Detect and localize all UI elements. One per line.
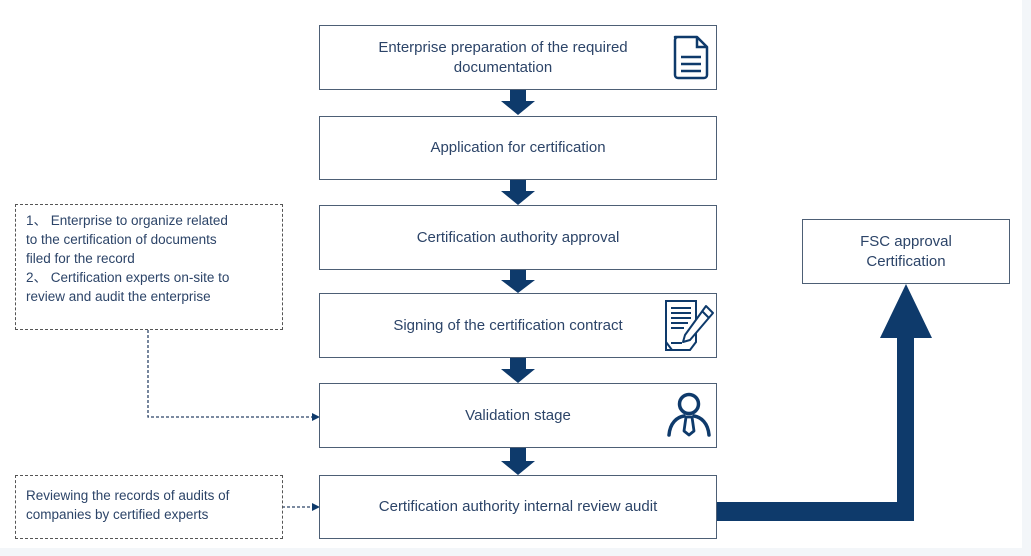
contract-signing-icon	[665, 300, 714, 351]
flow-arrow-4-5	[501, 358, 535, 383]
validation-connector-arrowhead	[312, 413, 320, 421]
document-icon	[673, 35, 709, 80]
step-internal-review-audit: Certification authority internal review …	[319, 475, 717, 539]
step-label: Application for certification	[430, 139, 606, 156]
flow-arrow-5-6	[501, 448, 535, 475]
step-label: Certification authority internal review …	[378, 498, 658, 515]
review-connector-arrowhead	[312, 503, 320, 511]
flowchart-canvas: Enterprise preparation of the required d…	[0, 0, 1022, 548]
step-label: Certification authority approval	[416, 228, 620, 246]
note-line: companies by certified experts	[26, 507, 209, 522]
note-line: Reviewing the records of audits of	[26, 488, 230, 503]
note-line: 1、 Enterprise to organize related	[26, 213, 228, 228]
expert-person-icon	[667, 392, 711, 437]
step-label: Enterprise preparation of the required d…	[378, 38, 628, 76]
fsc-line-2: Certification	[866, 252, 946, 270]
validation-note: 1、 Enterprise to organize related to the…	[15, 204, 283, 330]
step-authority-approval: Certification authority approval	[319, 205, 717, 270]
flow-arrow-1-2	[501, 90, 535, 115]
note-line: filed for the record	[26, 251, 135, 266]
final-approval-arrow	[716, 284, 932, 521]
review-note: Reviewing the records of audits of compa…	[15, 475, 283, 539]
flow-arrow-3-4	[501, 270, 535, 293]
step-application: Application for certification	[319, 116, 717, 180]
step-label: Signing of the certification contract	[393, 316, 623, 334]
note-line: 2、 Certification experts on-site to	[26, 270, 230, 285]
step-document-preparation: Enterprise preparation of the required d…	[319, 25, 717, 90]
note-line: to the certification of documents	[26, 232, 217, 247]
note-line: review and audit the enterprise	[26, 289, 211, 304]
step-validation: Validation stage	[319, 383, 717, 448]
step-contract-signing: Signing of the certification contract	[319, 293, 717, 358]
validation-note-connector	[147, 330, 312, 418]
fsc-approval-certification: FSC approval Certification	[802, 219, 1010, 284]
fsc-line-1: FSC approval	[860, 232, 952, 250]
step-label: Validation stage	[465, 406, 571, 424]
connectors-layer	[147, 90, 932, 521]
flow-arrow-2-3	[501, 180, 535, 205]
